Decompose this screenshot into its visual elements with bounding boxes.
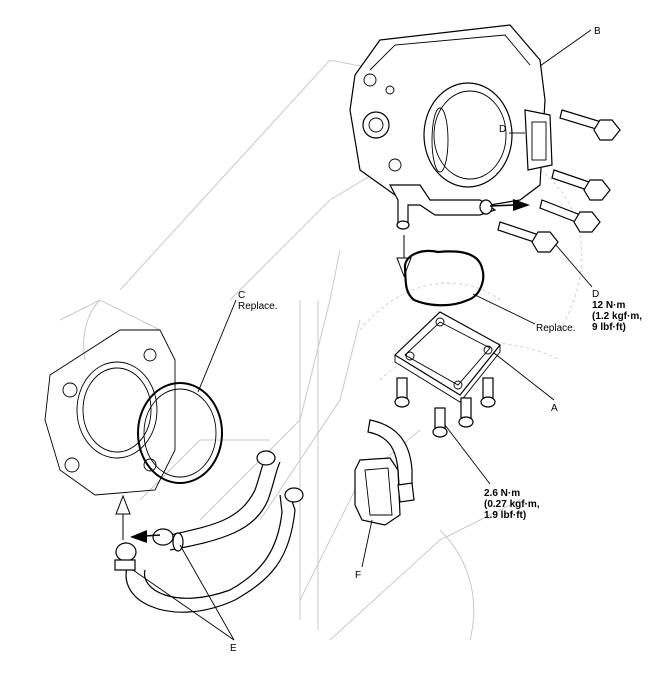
throttle-body-b: [349, 24, 553, 230]
mounting-bolts-d: [497, 109, 621, 253]
label-bolt-torque-2: (0.27 kgf·m,: [484, 499, 540, 510]
label-f: F: [355, 570, 361, 581]
manifold-flange: [44, 329, 176, 496]
label-a: A: [551, 403, 558, 414]
leader-lines: [132, 29, 593, 641]
label-d-top: D: [499, 124, 506, 135]
callout-labels: B D C Replace. Replace. D 12 N·m (1.2 kg…: [230, 26, 642, 654]
label-gasket-note: Replace.: [536, 323, 575, 334]
label-bolt-torque-1: 2.6 N·m: [484, 488, 520, 499]
label-c-note: Replace.: [238, 301, 277, 312]
adapter-bolts: [394, 377, 496, 438]
label-b: B: [594, 26, 601, 37]
label-c: C: [238, 290, 245, 301]
label-d-torque-2: (1.2 kgf·m,: [592, 311, 642, 322]
label-d-torque-1: 12 N·m: [592, 300, 625, 311]
o-ring-c: [137, 382, 223, 484]
label-e: E: [230, 643, 237, 654]
label-d-torque-3: 9 lbf·ft): [592, 322, 626, 333]
label-d: D: [592, 289, 599, 300]
adapter-a: [394, 311, 501, 403]
harness-connector-f: [354, 419, 415, 526]
label-bolt-torque-3: 1.9 lbf·ft): [484, 510, 526, 521]
gasket: [403, 249, 485, 307]
